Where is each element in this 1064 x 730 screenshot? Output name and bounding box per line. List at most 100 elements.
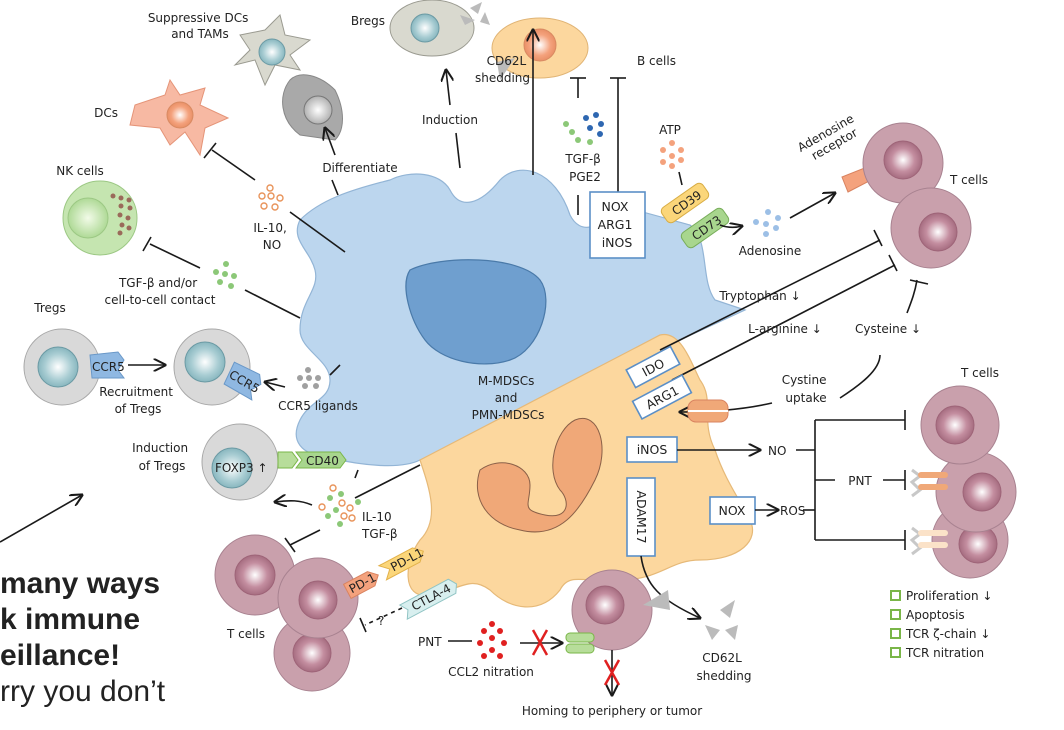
larginine-inhibit-line xyxy=(671,264,896,381)
il10-tgf-dots xyxy=(318,484,361,527)
ctla4-dashed-line xyxy=(364,607,403,626)
pdl1-receptor xyxy=(377,547,424,581)
il10-no-inhibit-bar xyxy=(203,142,217,159)
il10-no-dots xyxy=(258,184,284,211)
atp-label: ATP xyxy=(659,123,681,137)
nox-arg1-inos-label: NOX ARG1 iNOS xyxy=(598,199,637,250)
mdsc-blue-nucleus xyxy=(405,259,547,365)
inos-label: iNOS xyxy=(637,442,668,457)
ccl2-dots xyxy=(477,621,507,659)
cd62l-fragment xyxy=(643,590,670,610)
induction-tregs-label: Induction of Tregs xyxy=(132,441,192,473)
pnt-right-label: PNT xyxy=(848,474,872,488)
induction-label: Induction xyxy=(422,113,478,127)
adenosine-receptor-label: Adenosine receptor xyxy=(795,109,866,166)
ccl2-label: CCL2 nitration xyxy=(448,665,534,679)
adenosine-label: Adenosine xyxy=(739,244,802,258)
induction-line xyxy=(455,132,461,169)
atp-line xyxy=(678,171,683,186)
il10-no-source-line xyxy=(289,211,346,253)
cd40-receptor xyxy=(295,451,347,469)
adam17-label: ADAM17 xyxy=(634,490,649,543)
overlay-text-line-2: k immune xyxy=(0,603,141,636)
tgf-contact-dots xyxy=(213,261,237,289)
suppressive-dc-nucleus xyxy=(258,38,286,66)
ccr5-label-1: CCR5 xyxy=(92,360,125,374)
cd73-to-adenosine-arrow xyxy=(719,225,742,227)
treg-nucleus-3 xyxy=(211,447,253,489)
cd62l-fragment xyxy=(705,625,720,640)
dc-nucleus xyxy=(166,101,194,129)
cd62l-fragment xyxy=(725,625,738,640)
tgf-contact-source-line xyxy=(244,289,301,319)
il10-inhibit-tcell-line xyxy=(289,529,321,546)
cystine-uptake-label: Cystine uptake xyxy=(782,373,831,405)
cd73-enzyme xyxy=(680,207,730,249)
il10-no-label: IL-10, NO xyxy=(253,221,290,252)
tgf-pge2-label: TGF-β PGE2 xyxy=(564,152,604,184)
cd62l-fragment xyxy=(480,12,490,25)
adenosine-dots xyxy=(753,209,781,237)
legend-item: Apoptosis xyxy=(906,608,965,622)
ccr5-ligands-line xyxy=(329,364,341,376)
nox-arg1-inos-box xyxy=(589,191,646,259)
adam17-shedding-arrow xyxy=(640,555,700,618)
t-cells-left-label: T cells xyxy=(226,627,265,641)
cd40l-receptor xyxy=(277,451,299,469)
cd62l-shedding-top-label: CD62L shedding xyxy=(475,54,530,85)
central-cell-label: M-MDSCs and PMN-MDSCs xyxy=(472,374,545,422)
cd40-il10-line xyxy=(354,469,359,479)
treg-nucleus-1 xyxy=(37,346,79,388)
nk-cell-nucleus xyxy=(67,197,109,239)
recruitment-label: Recruitment of Tregs xyxy=(99,385,177,416)
pnt-bottom-label: PNT xyxy=(418,635,442,649)
ccr5-receptor-2 xyxy=(223,361,262,401)
overlay-text-line-1: many ways xyxy=(0,567,161,600)
question-mark: ? xyxy=(378,614,384,628)
pd1-receptor xyxy=(342,571,379,600)
il10-tgf-label: IL-10 TGF-β xyxy=(361,510,398,541)
cd39-enzyme xyxy=(660,182,710,224)
adenosine-arrow xyxy=(789,193,835,219)
il10-source-line xyxy=(354,464,421,499)
induction-arrow xyxy=(446,70,450,106)
treg-nucleus-2 xyxy=(184,341,226,383)
ctla4-inhibit-bar xyxy=(359,617,367,633)
differentiate-label: Differentiate xyxy=(322,161,397,175)
legend-item: Proliferation ↓ xyxy=(906,589,992,603)
ccr5-ligands-dots xyxy=(297,367,321,389)
legend-item: TCR nitration xyxy=(905,646,984,660)
nox-label: NOX xyxy=(719,503,746,518)
ccr5-ligand-arrow xyxy=(265,382,286,387)
tcr-normal xyxy=(909,526,948,556)
il10-to-treg-arrow xyxy=(275,501,313,505)
tcr-nitrated xyxy=(909,468,948,498)
il10-inhibit-bar xyxy=(284,537,296,553)
legend-checkbox-icon xyxy=(890,628,901,639)
pointer-arrow xyxy=(0,495,82,543)
cd40-label: CD40 xyxy=(306,454,339,468)
cd62l-fragment xyxy=(720,600,735,618)
cd62l-fragment xyxy=(460,15,475,25)
larginine-inhibit-bar xyxy=(888,254,898,272)
cd62l-fragment xyxy=(497,58,515,80)
t-cell-right-1-nucleus xyxy=(935,405,975,445)
legend-item: TCR ζ-chain ↓ xyxy=(905,627,990,641)
ros-label: ROS xyxy=(780,504,805,518)
overlay-text-line-4: rry you don’t xyxy=(0,675,166,708)
larginine-label: L-arginine ↓ xyxy=(748,322,822,336)
cystine-to-cysteine-line xyxy=(839,354,881,399)
ctla4-receptor xyxy=(398,578,458,621)
legend-checkbox-icon xyxy=(890,647,901,658)
tgf-pge2-dots xyxy=(563,112,604,145)
nk-cells-label: NK cells xyxy=(56,164,104,178)
ccl2-receptor xyxy=(565,632,595,654)
t-cells-right-label: T cells xyxy=(960,366,999,380)
overlay-text-line-3: eillance! xyxy=(0,639,121,672)
legend-checkbox-icon xyxy=(890,609,901,620)
effects-legend: Proliferation ↓ Apoptosis TCR ζ-chain ↓ … xyxy=(890,589,992,660)
ido-box xyxy=(625,345,681,389)
mdsc-orange-nucleus xyxy=(476,417,603,533)
tam-nucleus xyxy=(303,95,333,125)
t-cell-left-1-nucleus xyxy=(234,554,276,596)
